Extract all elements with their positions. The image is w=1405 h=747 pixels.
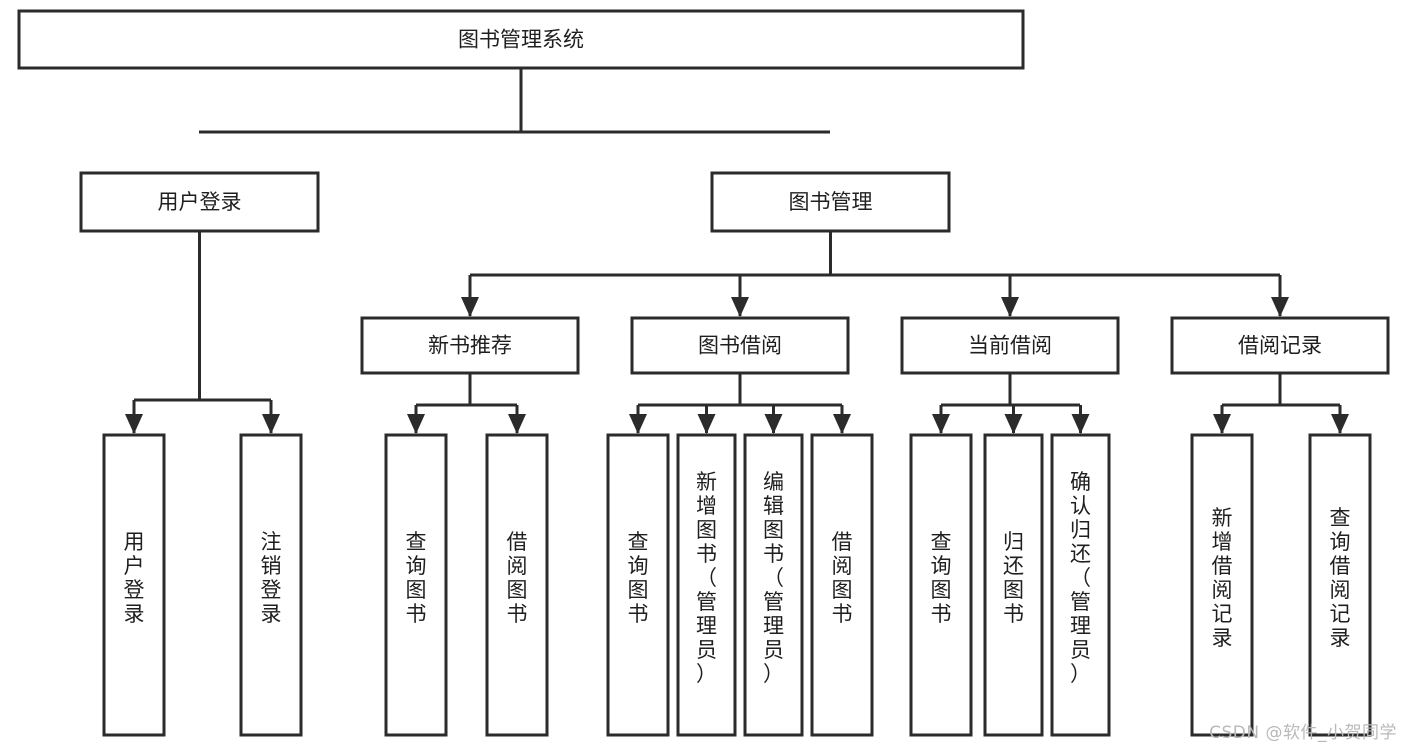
- node-label: 用户登录: [124, 530, 145, 626]
- node-leaf-leaf-borrow-book-1[interactable]: 借阅图书: [485, 433, 549, 737]
- node-label: 新书推荐: [428, 334, 512, 358]
- node-box[interactable]: [102, 433, 166, 737]
- node-box[interactable]: [1308, 433, 1372, 737]
- node-layer: 图书管理系统用户登录图书管理新书推荐图书借阅当前借阅借阅记录用户登录注销登录查询…: [17, 9, 1390, 737]
- node-box[interactable]: [360, 316, 580, 375]
- node-leaf-leaf-query-book-1[interactable]: 查询图书: [384, 433, 448, 737]
- node-label: 编辑图书（管理员）: [763, 470, 784, 686]
- arrow-head-icon: [833, 414, 851, 434]
- node-leaf-leaf-confirm-return[interactable]: 确认归还（管理员）: [1050, 433, 1111, 737]
- watermark-label: CSDN @软件_小贺同学: [1209, 723, 1397, 743]
- arrow-head-icon: [508, 414, 526, 434]
- node-label: 新增借阅记录: [1212, 506, 1233, 650]
- node-box[interactable]: [630, 316, 850, 375]
- arrow-head-icon: [629, 414, 647, 434]
- node-box[interactable]: [239, 433, 303, 737]
- node-label: 新增图书（管理员）: [696, 470, 717, 686]
- arrow-head-icon: [697, 414, 716, 434]
- node-leaf-leaf-user-login[interactable]: 用户登录: [102, 433, 166, 737]
- node-level2-user-login[interactable]: 用户登录: [79, 171, 320, 233]
- arrow-head-icon: [1071, 414, 1090, 434]
- node-level2-book-manage[interactable]: 图书管理: [710, 171, 951, 233]
- node-label: 图书借阅: [698, 334, 782, 358]
- node-leaf-leaf-query-book-2[interactable]: 查询图书: [606, 433, 670, 737]
- node-level3-current-borrow[interactable]: 当前借阅: [900, 316, 1120, 375]
- node-box[interactable]: [710, 171, 951, 233]
- node-box[interactable]: [900, 316, 1120, 375]
- node-level3-new-book-rec[interactable]: 新书推荐: [360, 316, 580, 375]
- node-label: 查询图书: [406, 530, 427, 626]
- node-leaf-leaf-add-book[interactable]: 新增图书（管理员）: [676, 433, 737, 737]
- node-box[interactable]: [1050, 433, 1111, 737]
- node-root[interactable]: 图书管理系统: [17, 9, 1025, 70]
- arrow-head-icon: [262, 414, 280, 434]
- node-label: 查询图书: [628, 530, 649, 626]
- node-box[interactable]: [384, 433, 448, 737]
- node-leaf-leaf-query-record[interactable]: 查询借阅记录: [1308, 433, 1372, 737]
- arrow-head-icon: [1213, 414, 1231, 434]
- node-label: 图书管理: [789, 190, 873, 214]
- node-box[interactable]: [810, 433, 874, 737]
- arrow-head-icon: [1004, 414, 1023, 434]
- arrow-head-icon: [1331, 414, 1349, 434]
- arrow-head-icon: [1271, 297, 1289, 317]
- arrow-head-icon: [1001, 297, 1019, 317]
- node-label: 用户登录: [158, 190, 242, 214]
- node-box[interactable]: [485, 433, 549, 737]
- node-label: 借阅记录: [1238, 334, 1322, 358]
- node-leaf-leaf-user-logout[interactable]: 注销登录: [239, 433, 303, 737]
- arrow-head-icon: [932, 414, 950, 434]
- node-leaf-leaf-borrow-book-2[interactable]: 借阅图书: [810, 433, 874, 737]
- node-label: 查询图书: [931, 530, 952, 626]
- arrow-head-icon: [461, 297, 479, 317]
- node-level3-borrow-record[interactable]: 借阅记录: [1170, 316, 1390, 375]
- node-label: 注销登录: [261, 530, 282, 626]
- connector-layer: [125, 68, 1349, 434]
- node-leaf-leaf-edit-book[interactable]: 编辑图书（管理员）: [743, 433, 804, 737]
- node-box[interactable]: [1170, 316, 1390, 375]
- node-label: 归还图书: [1003, 530, 1024, 626]
- node-label: 图书管理系统: [458, 28, 584, 52]
- node-leaf-leaf-query-book-3[interactable]: 查询图书: [909, 433, 973, 737]
- arrow-head-icon: [407, 414, 425, 434]
- arrow-head-icon: [764, 414, 783, 434]
- node-box[interactable]: [17, 9, 1025, 70]
- node-box[interactable]: [79, 171, 320, 233]
- node-level3-book-borrow[interactable]: 图书借阅: [630, 316, 850, 375]
- arrow-head-icon: [731, 297, 749, 317]
- node-box[interactable]: [983, 433, 1044, 737]
- node-box[interactable]: [606, 433, 670, 737]
- node-label: 确认归还（管理员）: [1070, 470, 1091, 686]
- node-label: 查询借阅记录: [1330, 506, 1351, 650]
- node-box[interactable]: [676, 433, 737, 737]
- node-box[interactable]: [1190, 433, 1254, 737]
- node-box[interactable]: [909, 433, 973, 737]
- node-box[interactable]: [743, 433, 804, 737]
- node-label: 借阅图书: [832, 530, 853, 626]
- node-label: 当前借阅: [968, 334, 1052, 358]
- node-leaf-leaf-add-record[interactable]: 新增借阅记录: [1190, 433, 1254, 737]
- node-label: 借阅图书: [507, 530, 528, 626]
- node-leaf-leaf-return-book[interactable]: 归还图书: [983, 433, 1044, 737]
- arrow-head-icon: [125, 414, 143, 434]
